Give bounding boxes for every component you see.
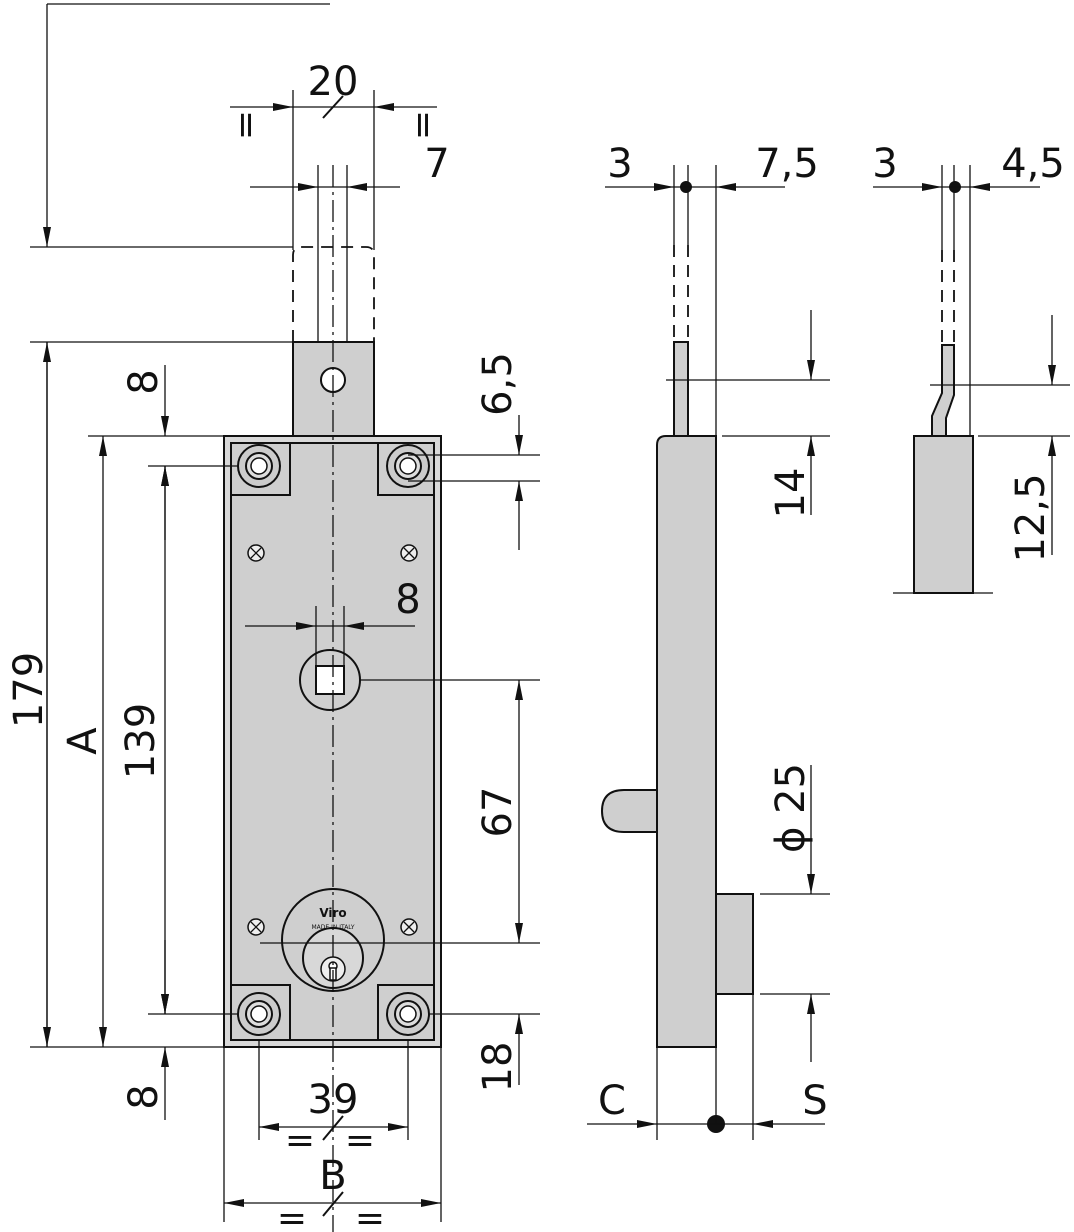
screw-icon (400, 544, 418, 562)
side-body (656, 435, 717, 1048)
side-view-dimensions: 3 7,5 14 ϕ 25 C S (587, 141, 830, 1140)
dim-s: S (802, 1078, 827, 1124)
dim-bolt-thickness: 7 (424, 141, 449, 187)
dim-hole-spacing: 139 (118, 703, 164, 779)
side-spindle (600, 789, 658, 833)
side-view (600, 165, 754, 1133)
dim-square-size: 8 (395, 577, 420, 623)
dim-alt-thickness: 3 (872, 141, 897, 187)
dim-equal-39-left: = (285, 1120, 315, 1161)
alt-side-view (893, 165, 993, 594)
side-cylinder (715, 893, 754, 995)
bolt-extended-outline (292, 246, 375, 342)
dim-cylinder-diameter: ϕ 25 (768, 763, 814, 853)
dim-bolt-projection: 14 (768, 468, 814, 519)
dim-side-depth: 7,5 (755, 141, 819, 187)
alt-bolt (931, 344, 955, 437)
dim-equal-39-right: = (345, 1120, 375, 1161)
screw-icon (247, 544, 265, 562)
front-view: Viro MADE IN ITALY (223, 165, 442, 1232)
side-bolt (673, 341, 689, 438)
square-spindle (315, 665, 345, 695)
dim-hole-offset: 6,5 (475, 352, 521, 416)
dim-hole-width: 39 (308, 1077, 359, 1123)
dim-equal-b-left: = (277, 1198, 307, 1232)
dim-top-offset: 8 (121, 369, 167, 394)
dim-equal-left: = (225, 110, 266, 140)
dim-equal-b-right: = (355, 1198, 385, 1232)
mounting-hole-bottom-left (237, 992, 281, 1036)
alt-side-dimensions: 3 4,5 12,5 (872, 141, 1070, 563)
dim-width-b: B (319, 1153, 346, 1199)
dim-bottom-offset: 18 (475, 1042, 521, 1093)
screw-icon (247, 918, 265, 936)
dim-c: C (598, 1078, 626, 1124)
front-view-dimensions: 20 = = 7 179 A 139 8 8 (6, 3, 540, 1232)
mounting-hole-top-left (237, 444, 281, 488)
dim-side-thickness: 3 (607, 141, 632, 187)
screw-icon (400, 918, 418, 936)
mounting-hole-bottom-right (386, 992, 430, 1036)
dim-bolt-width: 20 (308, 59, 359, 105)
dim-height-a: A (60, 727, 106, 755)
dim-equal-right: = (402, 110, 443, 140)
dim-bottom-left: 8 (121, 1084, 167, 1109)
dim-total-height: 179 (6, 652, 52, 728)
dim-alt-projection: 12,5 (1008, 473, 1054, 562)
dim-center-distance: 67 (475, 787, 521, 838)
alt-body (913, 435, 974, 594)
dim-alt-depth: 4,5 (1001, 141, 1065, 187)
